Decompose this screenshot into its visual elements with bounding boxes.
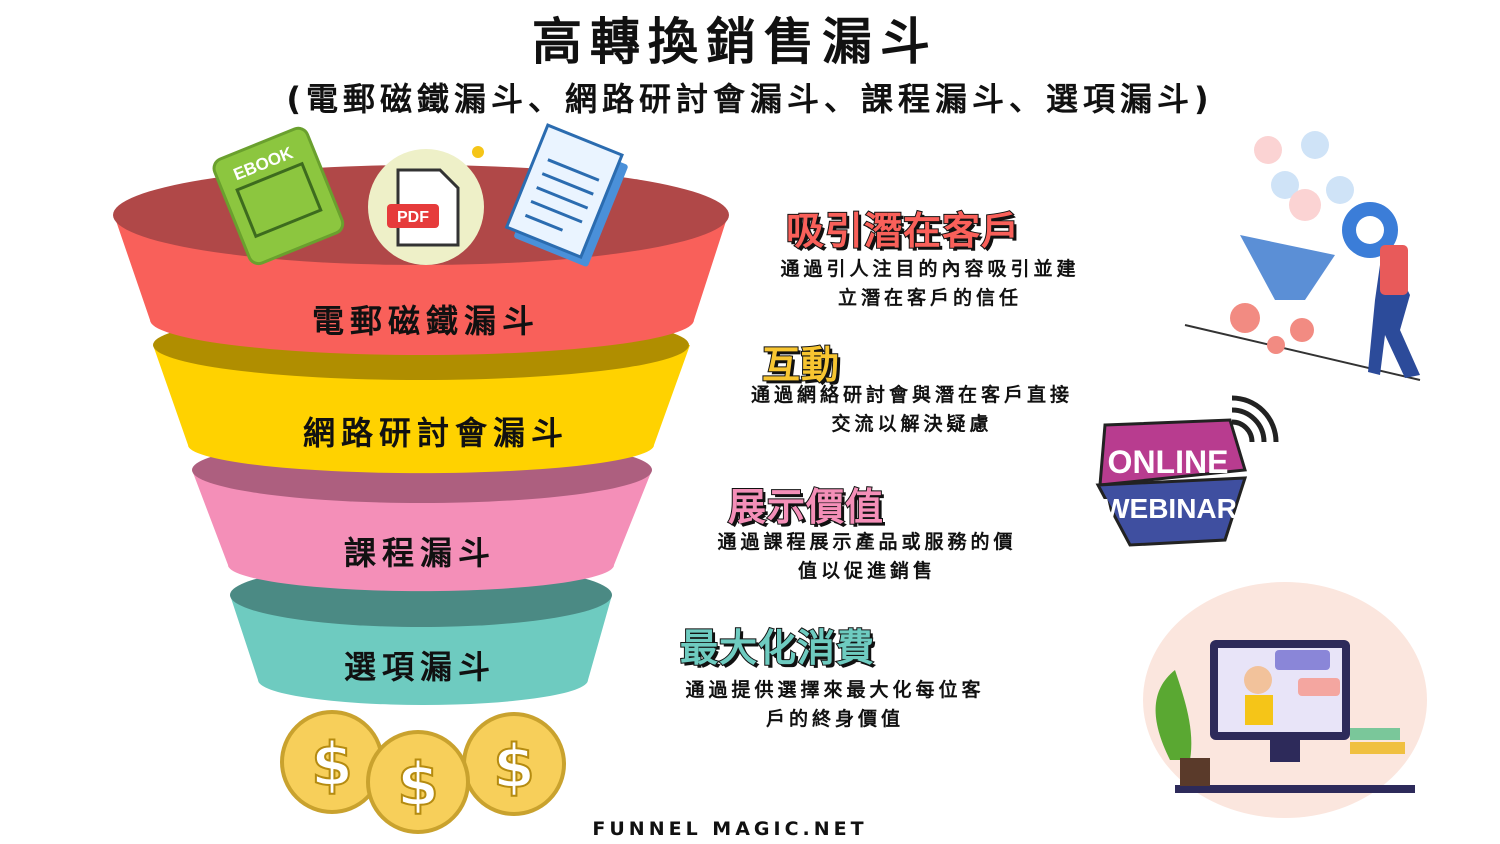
funnel-label-options: 選項漏斗 (343, 648, 496, 686)
stage-desc-line: 通過引人注目的內容吸引並建 (780, 258, 1080, 280)
stage-desc-maximize: 通過提供選擇來最大化每位客 戶的終身價值 (648, 676, 1022, 734)
page-subtitle: (電郵磁鐵漏斗、網路研討會漏斗、課程漏斗、選項漏斗) (286, 80, 1214, 118)
document-icon (504, 123, 628, 267)
stage-desc-line: 值以促進銷售 (797, 560, 936, 582)
stage-desc-line: 通過網絡研討會與潛在客戶直接 (750, 384, 1073, 406)
svg-text:PDF: PDF (397, 209, 429, 226)
stage-desc-line: 戶的終身價值 (765, 708, 904, 730)
stage-desc-line: 通過課程展示產品或服務的價 (717, 531, 1017, 553)
svg-text:ONLINE: ONLINE (1108, 444, 1229, 480)
stage-desc-line: 交流以解決疑慮 (831, 413, 993, 435)
footer-brand: FUNNEL MAGIC.NET (592, 818, 868, 840)
svg-text:$: $ (493, 732, 535, 802)
online-webinar-badge: ONLINE WEBINAR (1095, 395, 1279, 547)
stage-desc-attract: 通過引人注目的內容吸引並建 立潛在客戶的信任 (740, 255, 1120, 313)
page-title: 高轉換銷售漏斗 (532, 13, 938, 71)
stage-title-maximize: 最大化消費 (679, 625, 876, 671)
svg-text:WEBINAR: WEBINAR (1103, 493, 1237, 524)
stage-title-attract: 吸引潛在客戶 (785, 208, 1021, 254)
marketing-illustration (1184, 131, 1421, 381)
stage-desc-line: 通過提供選擇來最大化每位客 (685, 679, 985, 701)
coin-icon: $ (280, 710, 384, 814)
funnel-label-webinar: 網路研討會漏斗 (302, 414, 569, 452)
stage-title-engage: 互動 (761, 342, 841, 388)
stage-title-value: 展示價值 (727, 484, 885, 530)
funnel-label-email: 電郵磁鐵漏斗 (311, 302, 540, 340)
svg-text:$: $ (397, 750, 439, 820)
stage-desc-engage: 通過網絡研討會與潛在客戶直接 交流以解決疑慮 (722, 381, 1102, 439)
online-learning-illustration (1143, 582, 1427, 818)
pdf-icon: PDF (368, 146, 484, 265)
coin-icon: $ (366, 730, 470, 834)
funnel-label-course: 課程漏斗 (343, 534, 496, 572)
coin-icon: $ (462, 712, 566, 816)
svg-text:$: $ (311, 730, 353, 800)
stage-desc-line: 立潛在客戶的信任 (837, 287, 1022, 309)
ebook-icon: EBOOK (212, 126, 345, 266)
stage-desc-value: 通過課程展示產品或服務的價 值以促進銷售 (680, 528, 1054, 586)
